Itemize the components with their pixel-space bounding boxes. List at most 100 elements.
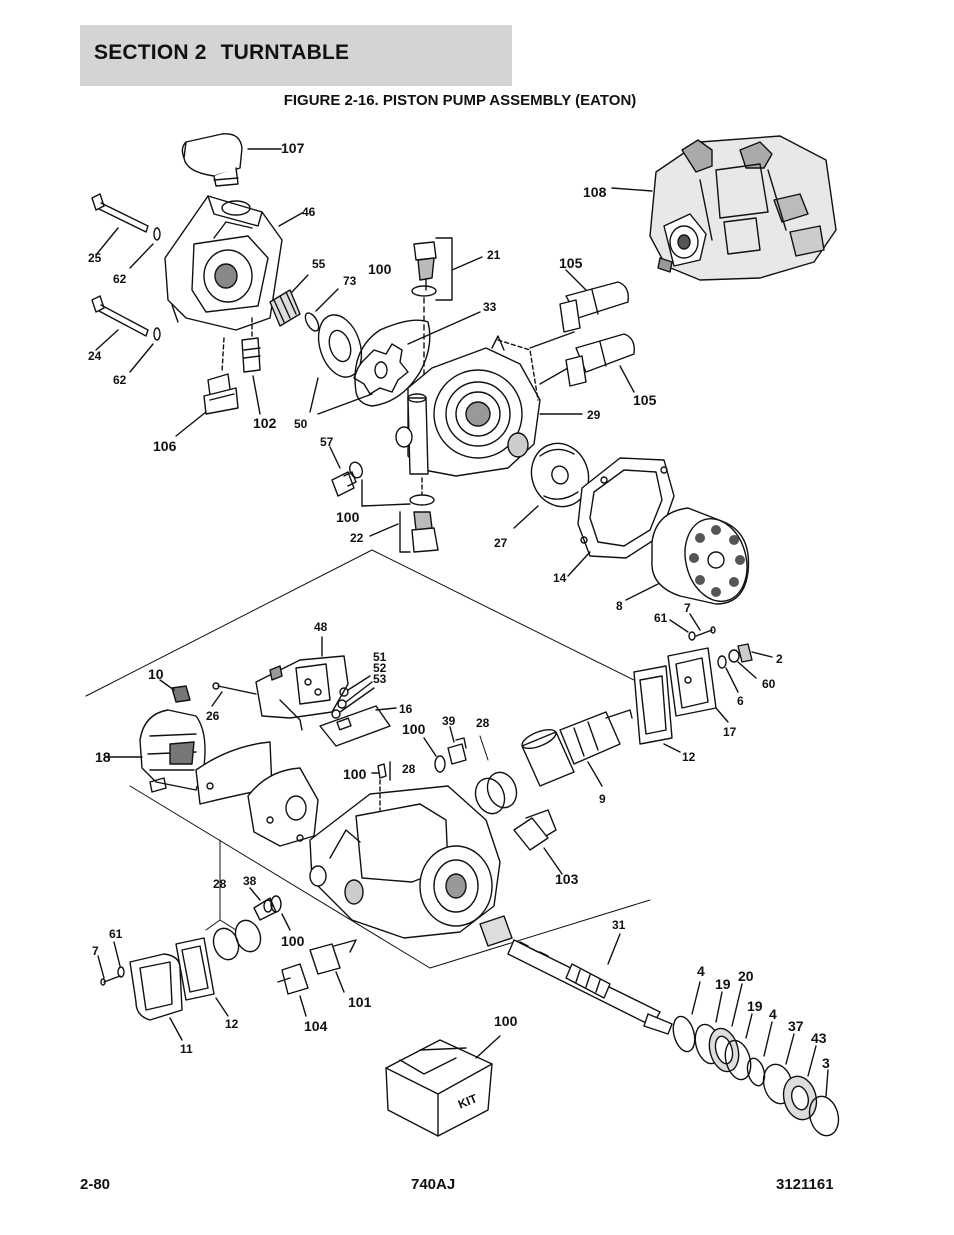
part-105-valve-lower xyxy=(565,333,635,393)
callout-21: 21 xyxy=(487,248,501,262)
part-6-washer xyxy=(717,655,739,693)
part-100-seal-kit-box: KIT xyxy=(385,1035,501,1137)
part-33-o-ring xyxy=(354,311,481,407)
part-107-elbow-fitting xyxy=(181,133,282,187)
callout-2: 2 xyxy=(776,652,783,666)
assembly-outline-lines xyxy=(85,549,655,969)
figure-title: FIGURE 2-16. PISTON PUMP ASSEMBLY (EATON… xyxy=(283,92,637,109)
callout-19-upper: 19 xyxy=(715,976,731,992)
part-24-bolt xyxy=(91,295,149,351)
callout-28-plug: 28 xyxy=(402,762,416,776)
section-number: SECTION 2 xyxy=(94,41,207,64)
part-101-fitting xyxy=(309,939,357,993)
callout-52: 52 xyxy=(373,661,387,675)
part-100-o-ring-mid xyxy=(349,461,411,507)
callout-57: 57 xyxy=(320,435,334,449)
callout-100-kit: 100 xyxy=(494,1013,518,1029)
callout-12-left: 12 xyxy=(225,1017,239,1031)
part-100-o-ring-lower-left xyxy=(270,895,291,931)
callout-28-lower: 28 xyxy=(213,877,227,891)
callout-104: 104 xyxy=(304,1018,328,1034)
part-103-fitting xyxy=(513,809,563,875)
part-22-relief-cartridge xyxy=(369,511,439,553)
part-26-pin xyxy=(211,682,257,707)
callout-16: 16 xyxy=(399,702,413,716)
section-header-band: SECTION 2 TURNTABLE xyxy=(80,25,512,86)
callout-4-lower: 4 xyxy=(769,1006,777,1022)
callout-20: 20 xyxy=(738,968,754,984)
callout-105-upper: 105 xyxy=(559,255,583,271)
callout-100-control: 100 xyxy=(402,721,426,737)
callout-25: 25 xyxy=(88,251,102,265)
part-12-gasket-left xyxy=(175,937,229,1017)
callout-9: 9 xyxy=(599,792,606,806)
part-21-relief-cartridge xyxy=(411,237,483,393)
part-20-bearing xyxy=(708,983,743,1073)
part-29-end-cover xyxy=(395,331,583,477)
callout-28-right: 28 xyxy=(476,716,490,730)
part-28-rings xyxy=(474,771,518,815)
part-46-port-cover xyxy=(164,195,303,331)
part-104-fitting xyxy=(277,963,309,1017)
part-8-rotating-group xyxy=(625,507,750,605)
kit-label: KIT xyxy=(456,1091,480,1111)
callout-10: 10 xyxy=(148,666,164,682)
callout-7-lower: 7 xyxy=(92,944,99,958)
callout-105-lower: 105 xyxy=(633,392,657,408)
callout-29: 29 xyxy=(587,408,601,422)
part-11-cover xyxy=(129,953,183,1041)
callout-102: 102 xyxy=(253,415,277,431)
part-7-screw-top xyxy=(689,613,716,637)
part-10-block xyxy=(159,679,191,703)
footer-page-number: 2-80 xyxy=(80,1176,111,1193)
part-48-control-valve xyxy=(255,636,349,731)
part-39-plug xyxy=(447,726,467,765)
callout-31: 31 xyxy=(612,918,626,932)
callout-100-top: 100 xyxy=(368,261,392,277)
part-100-o-ring-lower xyxy=(409,477,435,506)
callout-19-lower: 19 xyxy=(747,998,763,1014)
part-61-washer-lower xyxy=(113,941,125,978)
callout-12-right: 12 xyxy=(682,750,696,764)
part-62-washer-lower xyxy=(129,327,161,373)
callout-8: 8 xyxy=(616,599,623,613)
part-50-gear-set xyxy=(309,314,409,415)
callout-38: 38 xyxy=(243,874,257,888)
part-7-screw-lower xyxy=(97,955,121,986)
part-55-bearing xyxy=(269,274,309,327)
section-name: TURNTABLE xyxy=(220,41,350,64)
callout-7-top: 7 xyxy=(684,601,691,615)
part-4-snap-ring-2 xyxy=(746,1021,773,1087)
callout-26: 26 xyxy=(206,709,220,723)
callout-62-upper: 62 xyxy=(113,272,127,286)
callout-33: 33 xyxy=(483,300,497,314)
part-62-washer-upper xyxy=(129,227,161,269)
footer-manual-number: 3121161 xyxy=(776,1176,834,1193)
callout-6: 6 xyxy=(737,694,744,708)
callout-50: 50 xyxy=(294,417,308,431)
part-28-plug-small xyxy=(371,761,391,781)
part-18-control-housing xyxy=(105,709,206,791)
callout-103: 103 xyxy=(555,871,579,887)
callout-39: 39 xyxy=(442,714,456,728)
part-2-nut xyxy=(737,643,773,663)
part-4-snap-ring-1 xyxy=(672,981,701,1053)
callout-18: 18 xyxy=(95,749,111,765)
callout-46: 46 xyxy=(302,205,316,219)
part-control-piston-housing xyxy=(247,767,319,847)
callout-4-upper: 4 xyxy=(697,963,705,979)
callout-14: 14 xyxy=(553,571,567,585)
callout-labels: 107 108 46 25 62 55 73 100 21 105 24 62 … xyxy=(88,140,830,1071)
part-main-housing xyxy=(309,779,501,939)
part-43-washer xyxy=(782,1045,818,1121)
callout-43: 43 xyxy=(811,1030,827,1046)
footer-model: 740AJ xyxy=(411,1176,456,1193)
callout-3: 3 xyxy=(822,1055,830,1071)
part-108-pump-assembly xyxy=(611,135,837,281)
part-14-gasket xyxy=(567,457,675,577)
part-57-plug xyxy=(329,446,357,497)
callout-62-lower: 62 xyxy=(113,373,127,387)
callout-37: 37 xyxy=(788,1018,804,1034)
callout-27: 27 xyxy=(494,536,508,550)
